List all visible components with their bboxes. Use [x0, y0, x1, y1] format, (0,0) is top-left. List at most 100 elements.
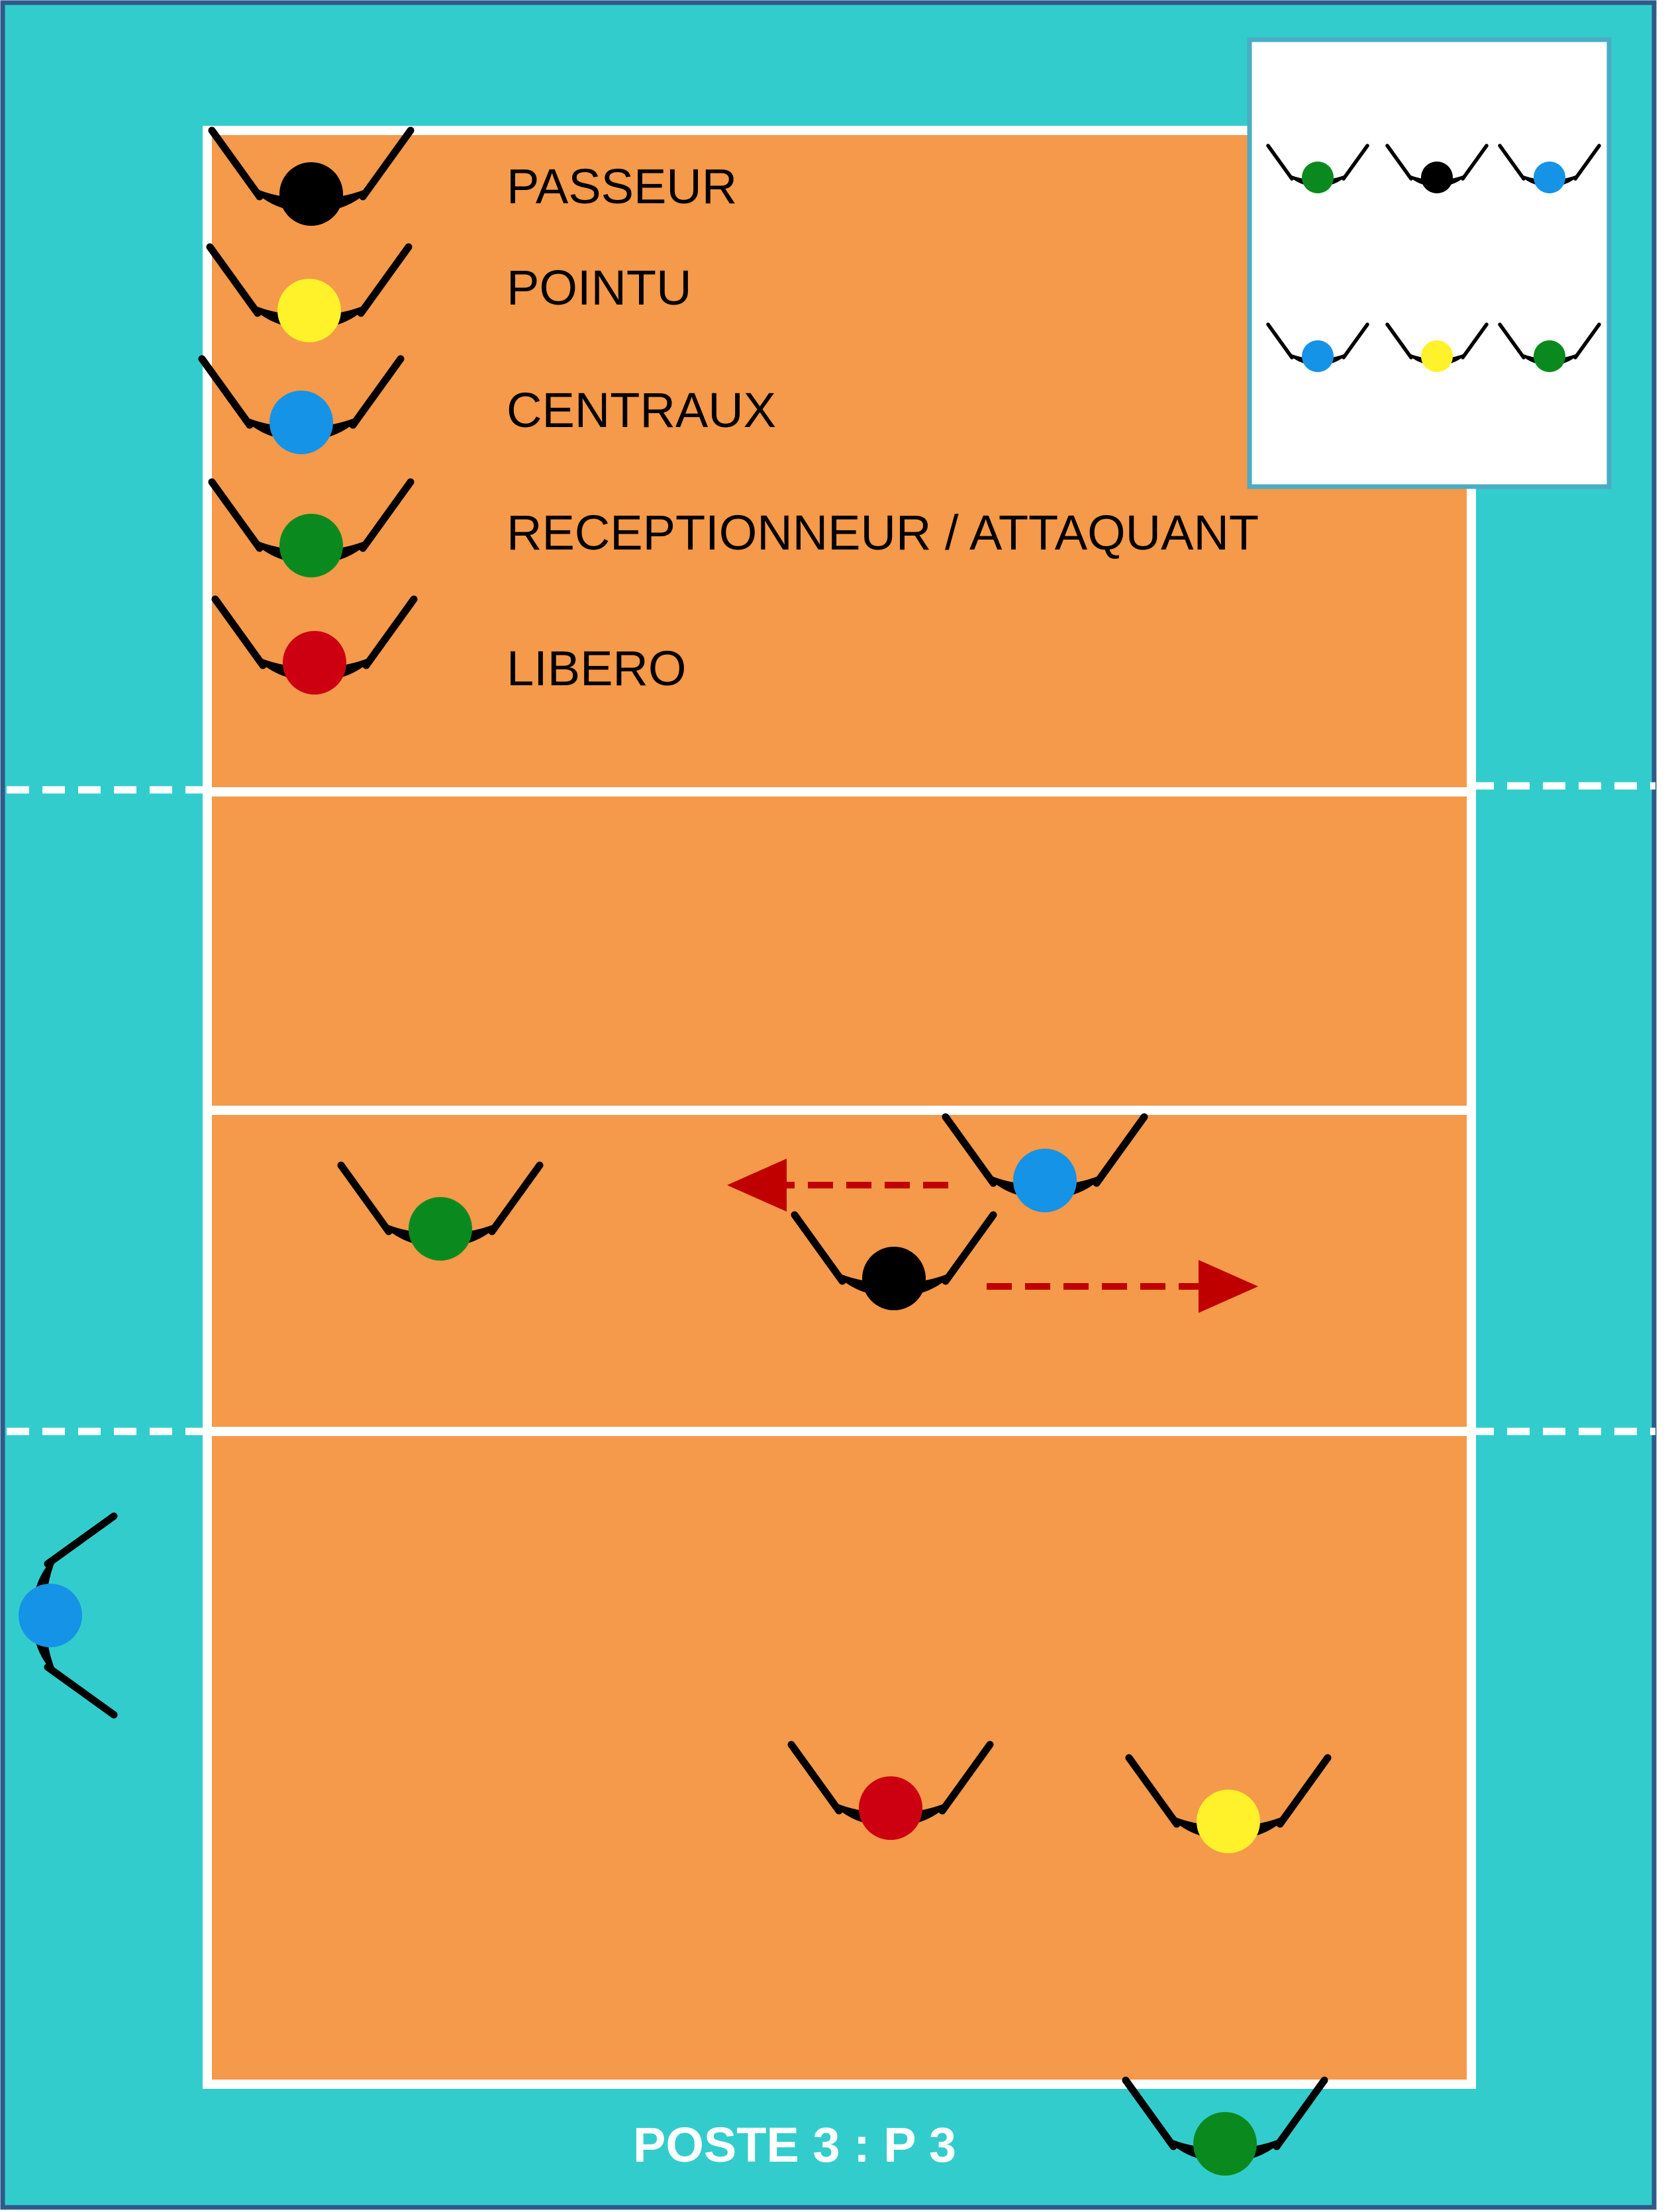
player-right-arm	[1342, 144, 1369, 181]
player-central-front	[942, 1113, 1148, 1212]
legend: PASSEUR POINTU CENTRAUX RECEPTIONNEUR / …	[198, 126, 1259, 696]
lineup-inset-box	[1247, 37, 1612, 489]
player-right-arm	[1573, 322, 1601, 360]
receptionneur-player-figure	[208, 478, 415, 577]
central-player-figure	[942, 1113, 1148, 1212]
player-head	[1302, 162, 1334, 193]
passeur-player-figure	[791, 1211, 997, 1310]
player-body	[1405, 352, 1469, 365]
player-right-arm	[349, 355, 405, 429]
legend-item-libero: LIBERO	[211, 595, 686, 696]
legend-item-pointu: POINTU	[206, 243, 692, 342]
player-head	[1421, 340, 1453, 372]
player-left-arm	[44, 1512, 118, 1568]
legend-label-passeur: PASSEUR	[507, 159, 737, 214]
central-player-icon	[198, 355, 405, 454]
player-body	[248, 185, 375, 212]
player-left-arm	[208, 126, 264, 201]
player-left-arm	[208, 478, 264, 552]
player-body	[827, 1799, 954, 1826]
passeur-player-figure	[208, 126, 415, 226]
player-body	[1405, 173, 1469, 187]
player-left-arm	[1125, 1754, 1181, 1828]
player-head	[1197, 1790, 1260, 1853]
legend-item-passeur: PASSEUR	[208, 126, 737, 226]
player-head	[1193, 2112, 1257, 2176]
player-right-arm	[1461, 144, 1489, 181]
player-left-arm	[791, 1211, 846, 1285]
player-head	[19, 1584, 82, 1647]
player-right-arm	[44, 1663, 118, 1719]
central-player-figure	[1498, 144, 1601, 193]
player-head	[283, 631, 346, 695]
lineup-inset-front-row	[1266, 144, 1601, 193]
central-player-figure	[198, 355, 405, 454]
player-right-arm	[1461, 322, 1489, 360]
player-right-arm	[359, 126, 415, 201]
player-head	[1013, 1149, 1077, 1212]
court-lines	[7, 782, 1655, 1436]
libero-player-figure	[787, 1741, 994, 1840]
player-left-arm	[206, 243, 262, 317]
player-right-arm	[488, 1161, 544, 1235]
player-body	[1518, 352, 1581, 365]
player-body	[238, 413, 365, 440]
player-right-arm	[1093, 1113, 1148, 1187]
libero-player-icon	[211, 595, 418, 695]
player-right-arm	[1573, 144, 1601, 181]
player-body	[981, 1171, 1108, 1198]
player-pointu-back	[1125, 1754, 1332, 1853]
legend-label-pointu: POINTU	[507, 260, 692, 315]
receptionneur-player-icon	[208, 478, 415, 577]
player-receptionneur-front-left	[337, 1161, 544, 1261]
central-player-figure	[19, 1512, 118, 1719]
player-libero-back	[787, 1741, 994, 1840]
receptionneur-player-figure	[337, 1161, 544, 1261]
legend-item-centraux: CENTRAUX	[198, 355, 776, 454]
player-left-arm	[1266, 322, 1294, 360]
player-head	[279, 162, 343, 226]
passeur-player-icon	[208, 126, 415, 226]
player-head	[1421, 162, 1453, 193]
movement-arrows	[727, 1159, 1258, 1313]
player-passeur-front	[791, 1211, 997, 1310]
player-left-arm	[787, 1741, 843, 1815]
receptionneur-player-figure	[1122, 2076, 1328, 2176]
legend-label-receptionneur: RECEPTIONNEUR / ATTAQUANT	[507, 505, 1259, 560]
player-right-arm	[359, 478, 415, 552]
player-left-arm	[211, 595, 267, 669]
player-left-arm	[1498, 144, 1526, 181]
player-right-arm	[1273, 2076, 1328, 2150]
rotation-caption: POSTE 3 : P 3	[633, 2117, 956, 2172]
player-body	[830, 1269, 958, 1296]
pointu-player-figure	[206, 243, 413, 342]
legend-item-receptionneur: RECEPTIONNEUR / ATTAQUANT	[208, 478, 1259, 577]
player-body	[1286, 173, 1350, 187]
libero-player-figure	[211, 595, 418, 695]
player-left-arm	[1385, 144, 1413, 181]
player-left-arm	[1385, 322, 1413, 360]
player-left-arm	[1122, 2076, 1177, 2150]
receptionneur-player-figure	[1498, 322, 1601, 372]
player-head	[270, 391, 333, 454]
player-body	[32, 1552, 60, 1679]
player-head	[859, 1776, 922, 1840]
player-body	[251, 653, 378, 681]
player-left-arm	[337, 1161, 393, 1235]
player-body	[1518, 173, 1581, 187]
pointu-player-figure	[1125, 1754, 1332, 1853]
central-player-figure	[1266, 322, 1369, 372]
player-head	[1534, 340, 1565, 372]
player-head	[1534, 162, 1565, 193]
player-left-arm	[1266, 144, 1294, 181]
players	[19, 1113, 1332, 2176]
pointu-player-figure	[1385, 322, 1489, 372]
player-body	[1165, 1812, 1292, 1839]
player-body	[246, 301, 373, 328]
player-right-arm	[1276, 1754, 1332, 1828]
player-right-arm	[1342, 322, 1369, 360]
lineup-inset-back-row	[1266, 322, 1601, 372]
receptionneur-player-figure	[1266, 144, 1369, 193]
passeur-player-figure	[1385, 144, 1489, 193]
